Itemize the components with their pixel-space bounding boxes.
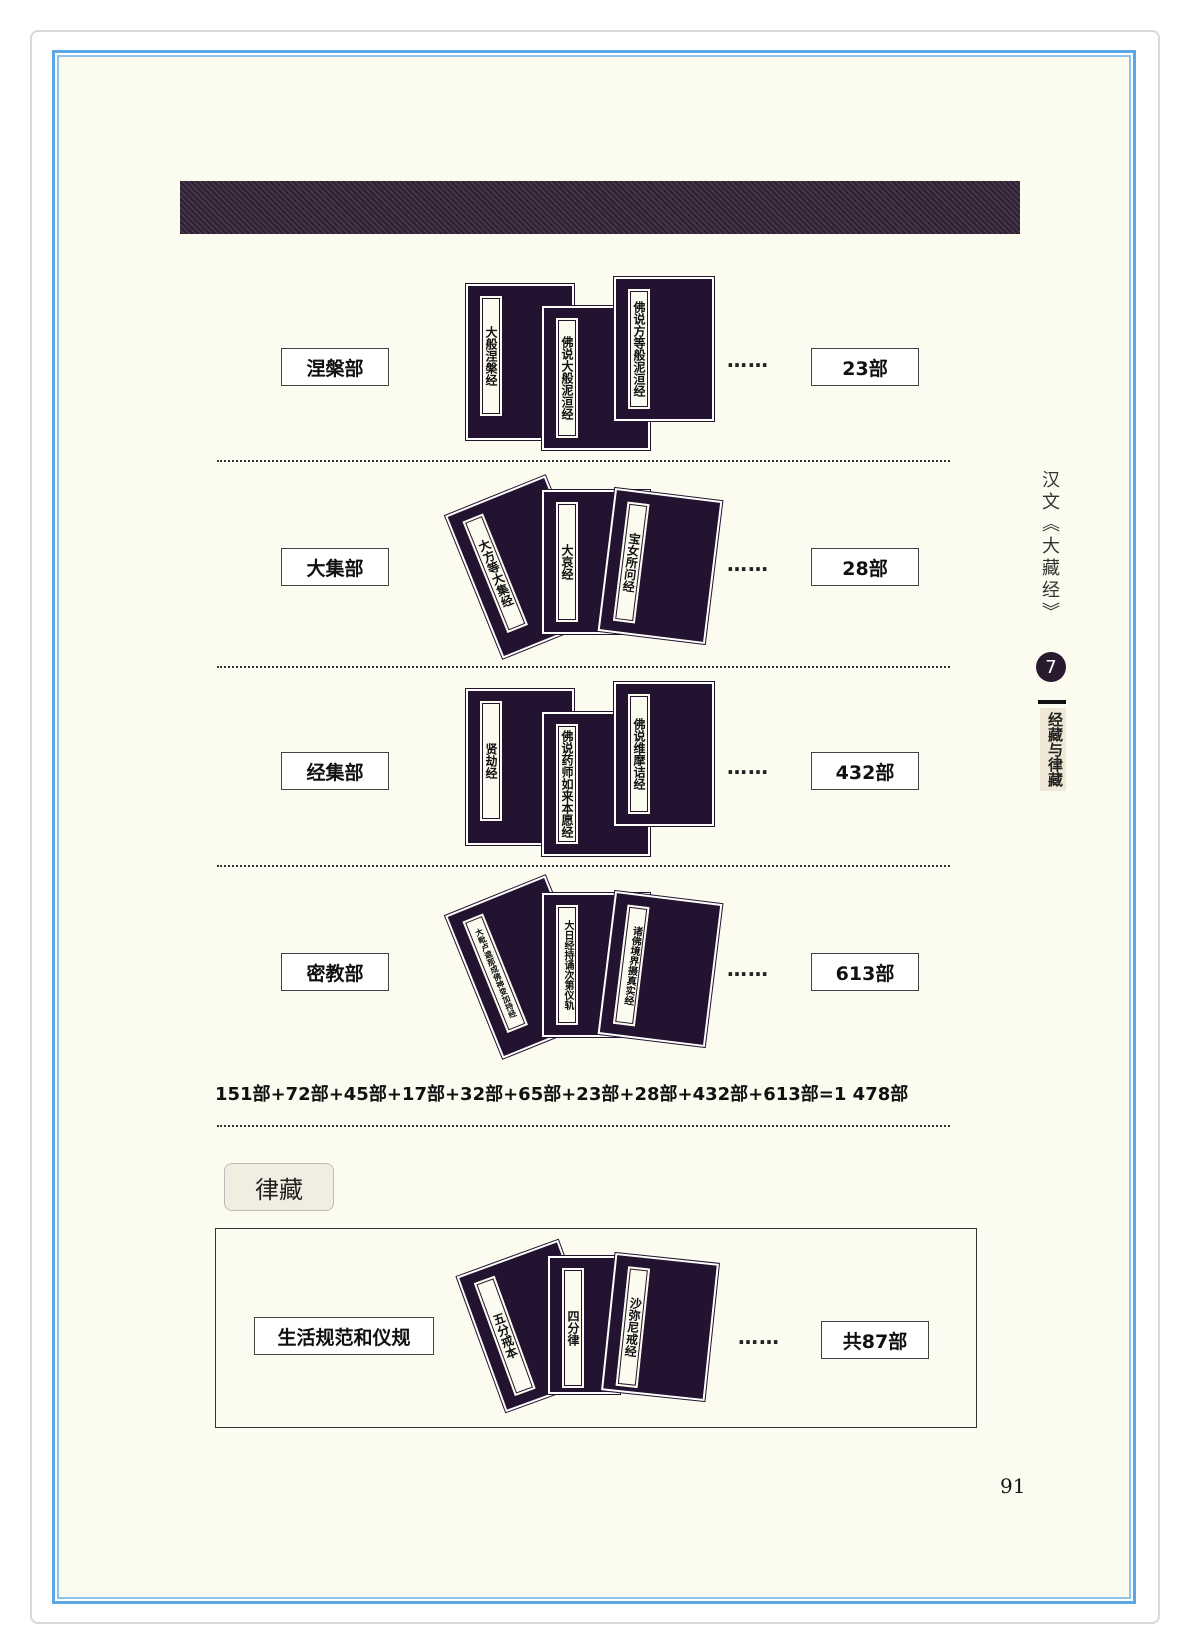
book-title: 佛说维摩诘经 [628, 694, 650, 814]
divider [1038, 700, 1066, 704]
count-label: 23部 [811, 348, 919, 386]
book-title: 大哀经 [556, 502, 578, 622]
ellipsis: …… [738, 1325, 780, 1349]
book: 佛说药师如来本愿经 [542, 712, 650, 856]
ellipsis: …… [727, 348, 769, 372]
chapter-title: 汉文《大藏经》 [1039, 470, 1060, 624]
divider [217, 666, 950, 668]
divider [217, 1125, 950, 1127]
ellipsis: …… [727, 957, 769, 981]
book-title: 佛说药师如来本愿经 [556, 724, 578, 844]
category-label: 密教部 [281, 953, 389, 991]
category-label: 经集部 [281, 752, 389, 790]
book: 四分律 [548, 1256, 620, 1394]
section-tab-vinaya: 律藏 [224, 1163, 334, 1211]
page-number: 91 [1000, 1474, 1026, 1498]
book-title: 大般涅槃经 [480, 296, 502, 416]
count-label: 共87部 [821, 1321, 929, 1359]
book: 宝女所问经 [597, 487, 723, 645]
book-title: 佛说方等般泥洹经 [628, 289, 650, 409]
book-title: 四分律 [562, 1268, 584, 1388]
count-label: 28部 [811, 548, 919, 586]
book: 佛说维摩诘经 [614, 682, 714, 826]
count-label: 432部 [811, 752, 919, 790]
page-frame [30, 30, 1160, 1624]
book-title: 佛说大般泥洹经 [556, 318, 578, 438]
book-title: 贤劫经 [480, 701, 502, 821]
book-title: 大日经持诵次第仪轨 [556, 905, 578, 1025]
book: 诸佛境界摄真实经 [597, 890, 723, 1048]
vinaya-box [215, 1228, 977, 1428]
header-banner [180, 181, 1020, 234]
book-title: 宝女所问经 [612, 501, 650, 624]
ellipsis: …… [727, 755, 769, 779]
divider [217, 460, 950, 462]
category-label: 涅槃部 [281, 348, 389, 386]
book: 佛说方等般泥洹经 [614, 277, 714, 421]
total-formula: 151部+72部+45部+17部+32部+65部+23部+28部+432部+61… [215, 1084, 909, 1105]
book-title: 沙弥尼戒经 [615, 1266, 651, 1388]
book-title: 诸佛境界摄真实经 [612, 904, 650, 1027]
divider [217, 865, 950, 867]
book: 沙弥尼戒经 [601, 1252, 719, 1402]
ellipsis: …… [727, 552, 769, 576]
category-label: 生活规范和仪规 [254, 1317, 434, 1355]
chapter-number: 7 [1036, 652, 1066, 682]
section-title: 经藏与律藏 [1040, 708, 1066, 791]
count-label: 613部 [811, 953, 919, 991]
category-label: 大集部 [281, 548, 389, 586]
